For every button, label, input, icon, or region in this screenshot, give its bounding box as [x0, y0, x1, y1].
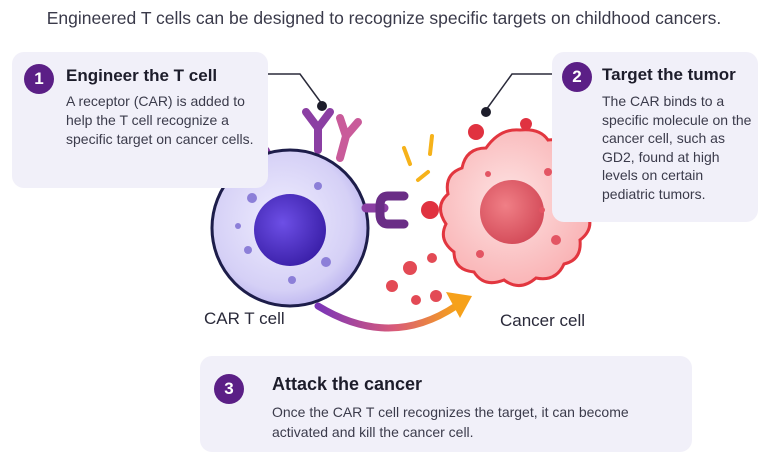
cancer-cell-label: Cancer cell — [500, 311, 586, 330]
car-binding-receptor-icon — [361, 191, 409, 229]
step-title: Engineer the T cell — [66, 66, 218, 85]
granules-icon — [386, 253, 442, 305]
attack-arrow-icon — [314, 292, 472, 332]
step-card-attack: 3 Attack the cancer Once the CAR T cell … — [200, 356, 692, 452]
activation-spark-icon — [402, 134, 434, 182]
step-description: Once the CAR T cell recognizes the targe… — [272, 404, 629, 440]
step-description: A receptor (CAR) is added to help the T … — [66, 93, 254, 147]
step-title: Attack the cancer — [272, 374, 423, 394]
car-t-cell-label: CAR T cell — [204, 309, 285, 328]
step-card-engineer: 1 Engineer the T cell A receptor (CAR) i… — [12, 52, 268, 188]
step-number-badge: 3 — [214, 374, 244, 404]
leader-line-1 — [268, 73, 327, 111]
step-number-badge: 2 — [562, 62, 592, 92]
step-card-target: 2 Target the tumor The CAR binds to a sp… — [552, 52, 758, 222]
step-number-badge: 1 — [24, 64, 54, 94]
step-title: Target the tumor — [602, 65, 736, 84]
step-description: The CAR binds to a specific molecule on … — [602, 93, 752, 202]
page-title: Engineered T cells can be designed to re… — [46, 8, 722, 28]
leader-line-2 — [481, 73, 552, 117]
